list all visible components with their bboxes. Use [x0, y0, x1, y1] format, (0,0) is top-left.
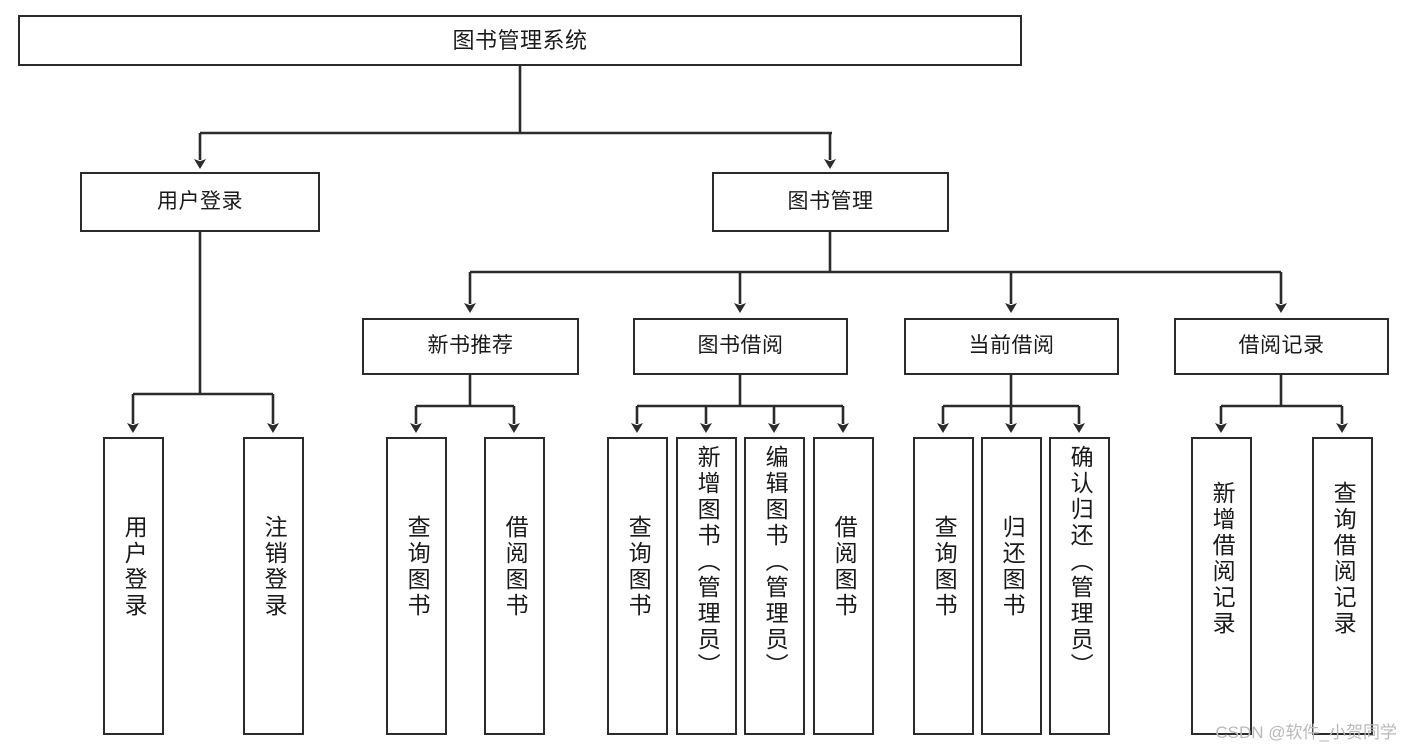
node-label: 新增图书（管理员）	[694, 445, 721, 679]
leaf-edit-book-admin[interactable]: 编辑图书（管理员）	[744, 437, 805, 735]
leaf-logout[interactable]: 注销登录	[243, 437, 304, 735]
leaf-add-borrow-record[interactable]: 新增借阅记录	[1191, 437, 1252, 735]
node-label: 归还图书	[999, 515, 1026, 619]
leaf-query-book-new-rec[interactable]: 查询图书	[386, 437, 447, 735]
leaf-confirm-return-admin[interactable]: 确认归还（管理员）	[1049, 437, 1110, 735]
leaf-query-borrow-record[interactable]: 查询借阅记录	[1312, 437, 1373, 735]
node-user-login[interactable]: 用户登录	[80, 172, 320, 232]
node-label: 确认归还（管理员）	[1067, 445, 1094, 679]
node-label: 图书管理系统	[452, 27, 588, 53]
node-label: 图书借阅	[697, 334, 784, 358]
node-label: 用户登录	[157, 189, 243, 213]
leaf-add-book-admin[interactable]: 新增图书（管理员）	[676, 437, 737, 735]
leaf-borrow-book-new-rec[interactable]: 借阅图书	[484, 437, 545, 735]
node-label: 借阅记录	[1238, 334, 1325, 358]
node-label: 查询图书	[625, 515, 652, 619]
leaf-query-book-current[interactable]: 查询图书	[913, 437, 974, 735]
node-book-management[interactable]: 图书管理	[712, 172, 949, 232]
node-label: 图书管理	[787, 189, 874, 213]
leaf-query-book-borrowing[interactable]: 查询图书	[607, 437, 668, 735]
node-root-book-management-system[interactable]: 图书管理系统	[18, 15, 1022, 66]
leaf-user-login[interactable]: 用户登录	[103, 437, 164, 735]
node-label: 借阅图书	[831, 515, 858, 619]
node-new-book-recommendation[interactable]: 新书推荐	[362, 318, 579, 375]
leaf-return-book[interactable]: 归还图书	[981, 437, 1042, 735]
node-label: 新增借阅记录	[1209, 481, 1236, 637]
node-label: 新书推荐	[427, 334, 514, 358]
node-label: 当前借阅	[968, 334, 1055, 358]
node-label: 查询借阅记录	[1330, 481, 1357, 637]
node-book-borrowing[interactable]: 图书借阅	[633, 318, 848, 375]
node-borrowing-records[interactable]: 借阅记录	[1174, 318, 1389, 375]
leaf-borrow-book-borrowing[interactable]: 借阅图书	[813, 437, 874, 735]
node-current-borrowing[interactable]: 当前借阅	[904, 318, 1119, 375]
node-label: 查询图书	[931, 515, 958, 619]
node-label: 借阅图书	[502, 515, 529, 619]
node-label: 编辑图书（管理员）	[762, 445, 789, 679]
node-label: 用户登录	[121, 515, 148, 619]
node-label: 注销登录	[261, 515, 288, 619]
node-label: 查询图书	[404, 515, 431, 619]
